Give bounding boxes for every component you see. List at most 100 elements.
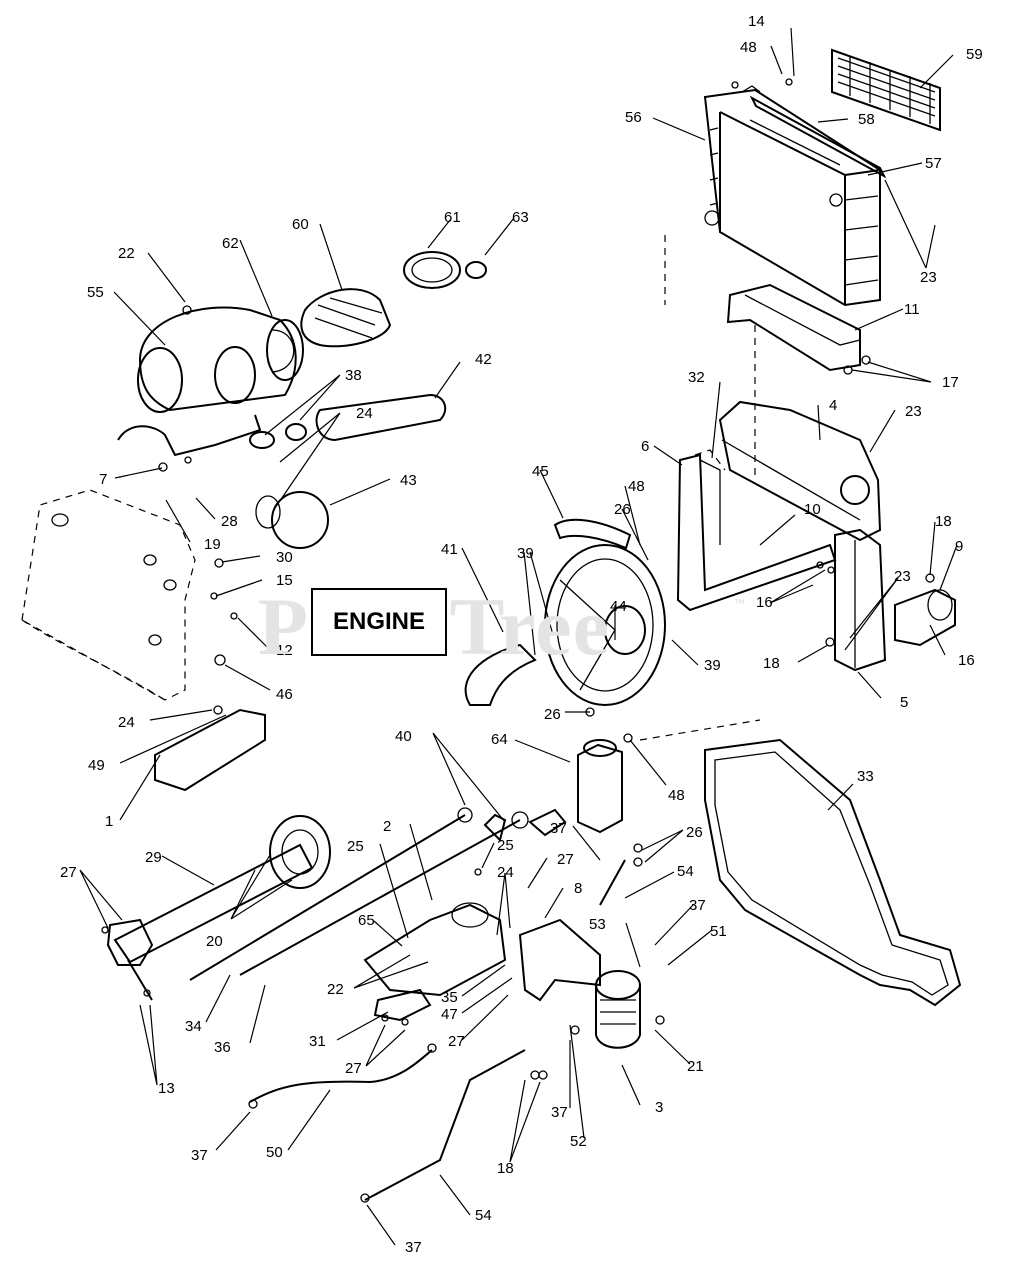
callout-58: 58 <box>858 111 875 128</box>
callout-48: 48 <box>628 478 645 495</box>
callout-2: 2 <box>383 818 391 835</box>
callout-49: 49 <box>88 757 105 774</box>
watermark-trademark: ™ <box>734 598 745 610</box>
callout-19: 19 <box>204 536 221 553</box>
callout-27: 27 <box>60 864 77 881</box>
callout-7: 7 <box>99 471 107 488</box>
callout-4: 4 <box>829 397 837 414</box>
callout-21: 21 <box>687 1058 704 1075</box>
callout-45: 45 <box>532 463 549 480</box>
callout-32: 32 <box>688 369 705 386</box>
callout-23: 23 <box>920 269 937 286</box>
lower-radiator-bracket <box>726 283 861 480</box>
drive-shaft-assembly <box>106 815 331 1001</box>
callout-15: 15 <box>276 572 293 589</box>
callout-54: 54 <box>677 863 694 880</box>
callout-39: 39 <box>704 657 721 674</box>
callout-54: 54 <box>475 1207 492 1224</box>
callout-14: 14 <box>748 13 765 30</box>
callout-47: 47 <box>441 1006 458 1023</box>
callout-25: 25 <box>347 838 364 855</box>
fan-shroud <box>718 400 882 542</box>
callout-27: 27 <box>345 1060 362 1077</box>
callout-26: 26 <box>544 706 561 723</box>
callout-52: 52 <box>570 1133 587 1150</box>
callout-37: 37 <box>689 897 706 914</box>
engine-label: ENGINE <box>332 608 425 635</box>
callout-48: 48 <box>740 39 757 56</box>
fuel-filter <box>595 970 641 1049</box>
callout-41: 41 <box>441 541 458 558</box>
radiator-hoses <box>315 393 761 741</box>
callout-23: 23 <box>905 403 922 420</box>
leader-lines <box>79 27 958 1246</box>
callout-26: 26 <box>614 501 631 518</box>
callout-56: 56 <box>625 109 642 126</box>
drive-belt <box>704 738 962 1007</box>
callout-24: 24 <box>118 714 135 731</box>
callout-29: 29 <box>145 849 162 866</box>
callout-5: 5 <box>900 694 908 711</box>
callout-8: 8 <box>574 880 582 897</box>
callout-43: 43 <box>400 472 417 489</box>
callout-37: 37 <box>550 820 567 837</box>
callout-64: 64 <box>491 731 508 748</box>
callout-10: 10 <box>804 501 821 518</box>
starter-solenoid <box>894 588 956 647</box>
hardware-dots <box>101 78 935 1203</box>
callout-17: 17 <box>942 374 959 391</box>
callout-24: 24 <box>356 405 373 422</box>
callout-62: 62 <box>222 235 239 252</box>
engine-mounting-plate <box>21 489 196 701</box>
callout-59: 59 <box>966 46 983 63</box>
callout-27: 27 <box>557 851 574 868</box>
control-rods <box>189 807 567 981</box>
pivot-bracket-assembly <box>363 902 507 1022</box>
callout-11: 11 <box>904 301 920 318</box>
callout-12: 12 <box>276 642 293 659</box>
filter-bracket <box>518 918 601 1002</box>
fuel-lines <box>249 859 626 1201</box>
callout-18: 18 <box>497 1160 514 1177</box>
callout-39: 39 <box>517 545 534 562</box>
callout-3: 3 <box>655 1099 663 1116</box>
callout-27: 27 <box>448 1033 465 1050</box>
callout-35: 35 <box>441 989 458 1006</box>
callout-25: 25 <box>497 837 514 854</box>
callout-16: 16 <box>756 594 773 611</box>
callout-44: 44 <box>610 598 627 615</box>
callout-55: 55 <box>87 284 104 301</box>
callout-65: 65 <box>358 912 375 929</box>
radiator <box>664 85 881 307</box>
callout-57: 57 <box>925 155 942 172</box>
bracket-1 <box>154 708 266 792</box>
callout-28: 28 <box>221 513 238 530</box>
callout-22: 22 <box>118 245 135 262</box>
callout-61: 61 <box>444 209 461 226</box>
shroud-frame <box>676 449 837 612</box>
callout-6: 6 <box>641 438 649 455</box>
callout-16: 16 <box>958 652 975 669</box>
callout-37: 37 <box>405 1239 422 1256</box>
coolant-recovery-tank <box>577 739 623 834</box>
callout-1: 1 <box>105 813 113 830</box>
callout-9: 9 <box>955 538 963 555</box>
callout-22: 22 <box>327 981 344 998</box>
callout-46: 46 <box>276 686 293 703</box>
callout-20: 20 <box>206 933 223 950</box>
callout-42: 42 <box>475 351 492 368</box>
callout-63: 63 <box>512 209 529 226</box>
engine-label-box: ENGINE <box>311 588 447 656</box>
air-cleaner-assembly <box>117 251 487 549</box>
callout-48: 48 <box>668 787 685 804</box>
callout-30: 30 <box>276 549 293 566</box>
callout-18: 18 <box>935 513 952 530</box>
callout-26: 26 <box>686 824 703 841</box>
radiator-bracket-strip <box>749 95 887 179</box>
callout-13: 13 <box>158 1080 175 1097</box>
callout-50: 50 <box>266 1144 283 1161</box>
callout-33: 33 <box>857 768 874 785</box>
callout-18: 18 <box>763 655 780 672</box>
callout-31: 31 <box>309 1033 326 1050</box>
